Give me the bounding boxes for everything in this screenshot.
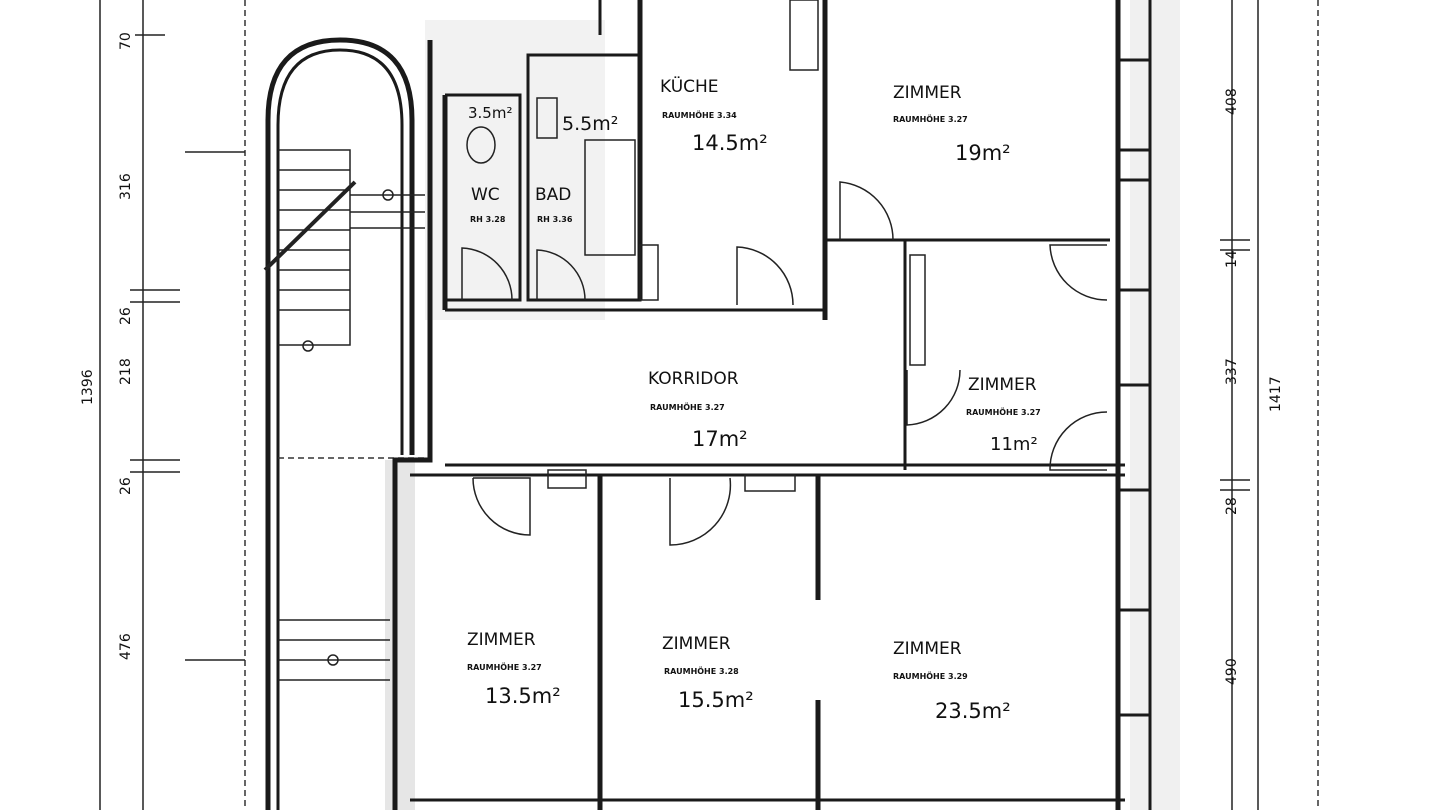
- svg-text:ZIMMER: ZIMMER: [662, 634, 731, 654]
- wall-shadow: [385, 460, 415, 810]
- svg-text:KORRIDOR: KORRIDOR: [648, 369, 739, 389]
- dimension-lines: [99, 0, 1319, 810]
- svg-text:23.5m²: 23.5m²: [935, 699, 1011, 723]
- svg-text:RAUMHÖHE 3.34: RAUMHÖHE 3.34: [662, 110, 737, 120]
- svg-text:KÜCHE: KÜCHE: [660, 75, 719, 97]
- dim-right-total: 1417: [1268, 376, 1284, 412]
- svg-text:RAUMHÖHE 3.27: RAUMHÖHE 3.27: [467, 662, 542, 672]
- dim-right-4: 28: [1224, 497, 1240, 515]
- room-zimmer-se: ZIMMER RAUMHÖHE 3.29 23.5m²: [893, 639, 1011, 723]
- fixtures: [466, 0, 926, 492]
- room-zimmer-ne: ZIMMER RAUMHÖHE 3.27 19m²: [893, 83, 1011, 165]
- svg-text:11m²: 11m²: [990, 434, 1038, 455]
- room-zimmer-e: ZIMMER RAUMHÖHE 3.27 11m²: [966, 375, 1041, 455]
- svg-text:ZIMMER: ZIMMER: [893, 639, 962, 659]
- room-bad: 5.5m² BAD RH 3.36: [535, 113, 618, 224]
- room-kueche: KÜCHE RAUMHÖHE 3.34 14.5m²: [660, 75, 768, 155]
- svg-text:17m²: 17m²: [692, 427, 748, 451]
- svg-text:13.5m²: 13.5m²: [485, 684, 561, 708]
- doors: [461, 181, 1108, 546]
- svg-text:5.5m²: 5.5m²: [562, 113, 618, 135]
- dim-left-total: 1396: [80, 369, 96, 405]
- svg-text:RAUMHÖHE 3.29: RAUMHÖHE 3.29: [893, 671, 968, 681]
- svg-text:ZIMMER: ZIMMER: [968, 375, 1037, 395]
- dim-left-5: 26: [118, 477, 134, 495]
- svg-text:RAUMHÖHE 3.27: RAUMHÖHE 3.27: [650, 402, 725, 412]
- svg-text:14.5m²: 14.5m²: [692, 131, 768, 155]
- svg-text:RH 3.28: RH 3.28: [470, 215, 506, 224]
- bathtub: [584, 139, 636, 256]
- room-zimmer-s: ZIMMER RAUMHÖHE 3.28 15.5m²: [662, 634, 754, 712]
- dim-right-3: 337: [1224, 358, 1240, 385]
- svg-text:RAUMHÖHE 3.27: RAUMHÖHE 3.27: [966, 407, 1041, 417]
- dim-right-1: 408: [1224, 88, 1240, 115]
- radiator: [744, 474, 796, 492]
- dim-right-2: 14: [1224, 250, 1240, 268]
- svg-text:BAD: BAD: [535, 185, 571, 205]
- dim-left-3: 26: [118, 307, 134, 325]
- walls: [392, 0, 1152, 810]
- washbasin: [536, 97, 558, 139]
- svg-text:RAUMHÖHE 3.27: RAUMHÖHE 3.27: [893, 114, 968, 124]
- dim-left-6: 476: [118, 633, 134, 660]
- stairwell: [263, 37, 430, 810]
- toilet: [466, 126, 496, 164]
- svg-text:ZIMMER: ZIMMER: [467, 630, 536, 650]
- svg-text:RH 3.36: RH 3.36: [537, 215, 573, 224]
- svg-text:15.5m²: 15.5m²: [678, 688, 754, 712]
- dim-left-2: 316: [118, 173, 134, 200]
- radiator: [909, 254, 926, 366]
- radiator: [639, 244, 659, 301]
- svg-text:3.5m²: 3.5m²: [468, 104, 512, 122]
- svg-text:19m²: 19m²: [955, 141, 1011, 165]
- room-korridor: KORRIDOR RAUMHÖHE 3.27 17m²: [648, 369, 748, 451]
- svg-text:RAUMHÖHE 3.28: RAUMHÖHE 3.28: [664, 666, 739, 676]
- stove: [789, 0, 819, 71]
- room-zimmer-sw: ZIMMER RAUMHÖHE 3.27 13.5m²: [467, 630, 561, 708]
- dim-left-4: 218: [118, 358, 134, 385]
- dim-right-5: 490: [1224, 658, 1240, 685]
- svg-text:WC: WC: [471, 185, 500, 205]
- room-wc: 3.5m² WC RH 3.28: [468, 104, 512, 224]
- dim-left-1: 70: [118, 32, 134, 50]
- svg-text:ZIMMER: ZIMMER: [893, 83, 962, 103]
- wall-shadow: [1130, 0, 1180, 810]
- radiator: [547, 469, 587, 489]
